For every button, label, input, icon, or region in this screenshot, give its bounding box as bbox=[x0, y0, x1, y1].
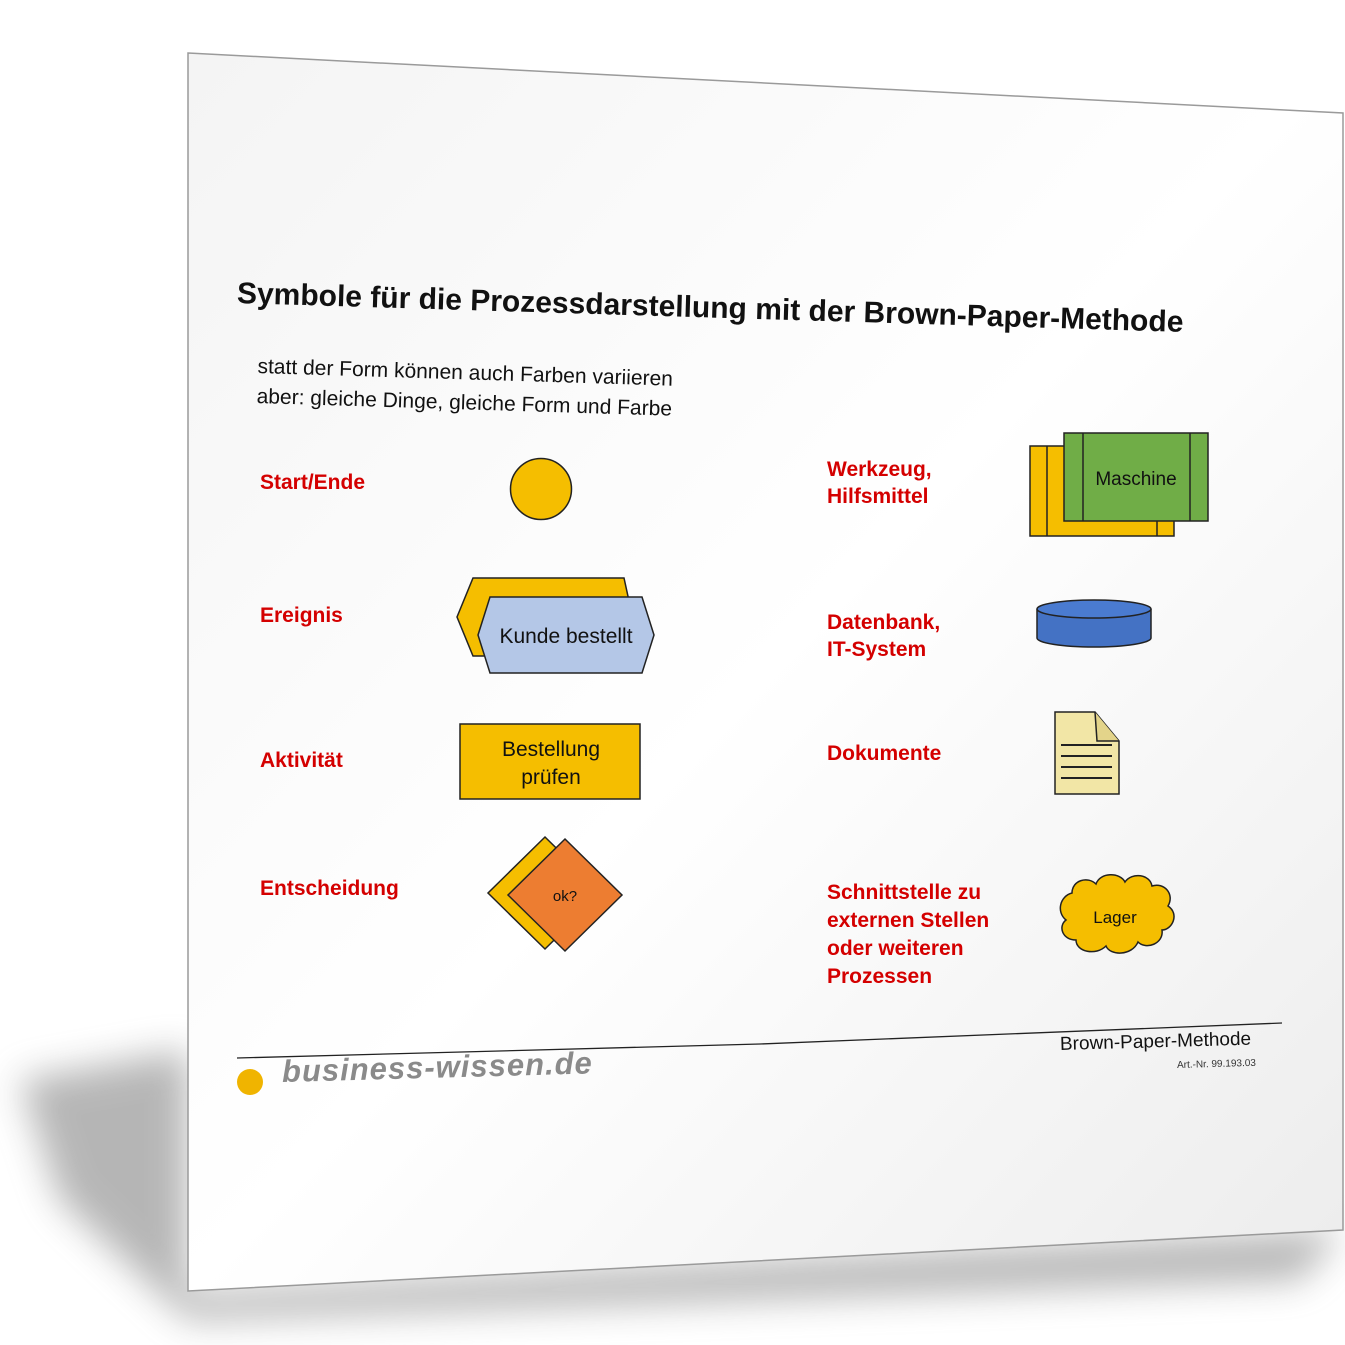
label-decision: Entscheidung bbox=[260, 877, 399, 900]
footer-divider-left bbox=[236, 1043, 761, 1059]
label-start-end: Start/Ende bbox=[260, 471, 366, 494]
label-database: Datenbank, IT-System bbox=[827, 609, 940, 663]
label-tool-line-2: Hilfsmittel bbox=[827, 485, 929, 508]
label-interface-line-2: externen Stellen bbox=[827, 909, 990, 932]
cloud-icon bbox=[1059, 874, 1175, 954]
label-database-line-1: Datenbank, bbox=[827, 611, 941, 634]
interface-shape-text: Lager bbox=[1093, 908, 1137, 927]
diamond-icon bbox=[486, 835, 624, 953]
label-documents: Dokumente bbox=[827, 742, 942, 765]
footer-divider-right bbox=[759, 1022, 1283, 1045]
activity-shape-text-line2: prüfen bbox=[521, 766, 581, 789]
document-icon bbox=[1054, 711, 1120, 795]
hexagon-icon bbox=[456, 577, 655, 674]
brand-dot-icon bbox=[237, 1069, 263, 1095]
label-interface-line-3: oder weiteren bbox=[827, 937, 964, 960]
database-cylinder-icon bbox=[1036, 599, 1152, 648]
label-database-line-2: IT-System bbox=[827, 638, 927, 661]
label-interface-line-4: Prozessen bbox=[827, 965, 933, 988]
machine-icon bbox=[1029, 432, 1209, 537]
page-subtitle: statt der Form können auch Farben variie… bbox=[256, 352, 673, 425]
label-event: Ereignis bbox=[260, 604, 343, 627]
label-tool-line-1: Werkzeug, bbox=[827, 458, 932, 481]
article-number: Art.-Nr. 99.193.03 bbox=[1176, 1057, 1257, 1071]
tool-shape-text: Maschine bbox=[1095, 469, 1176, 490]
label-interface-line-1: Schnittstelle zu bbox=[827, 881, 982, 904]
event-shape-text: Kunde bestellt bbox=[499, 625, 632, 648]
activity-shape-text-line1: Bestellung bbox=[502, 738, 600, 761]
label-activity: Aktivität bbox=[260, 749, 343, 772]
label-interface: Schnittstelle zu externen Stellen oder w… bbox=[827, 879, 989, 991]
rectangle-icon bbox=[459, 723, 641, 800]
circle-icon bbox=[509, 457, 573, 521]
decision-shape-text: ok? bbox=[553, 888, 577, 905]
label-tool: Werkzeug, Hilfsmittel bbox=[827, 456, 932, 510]
